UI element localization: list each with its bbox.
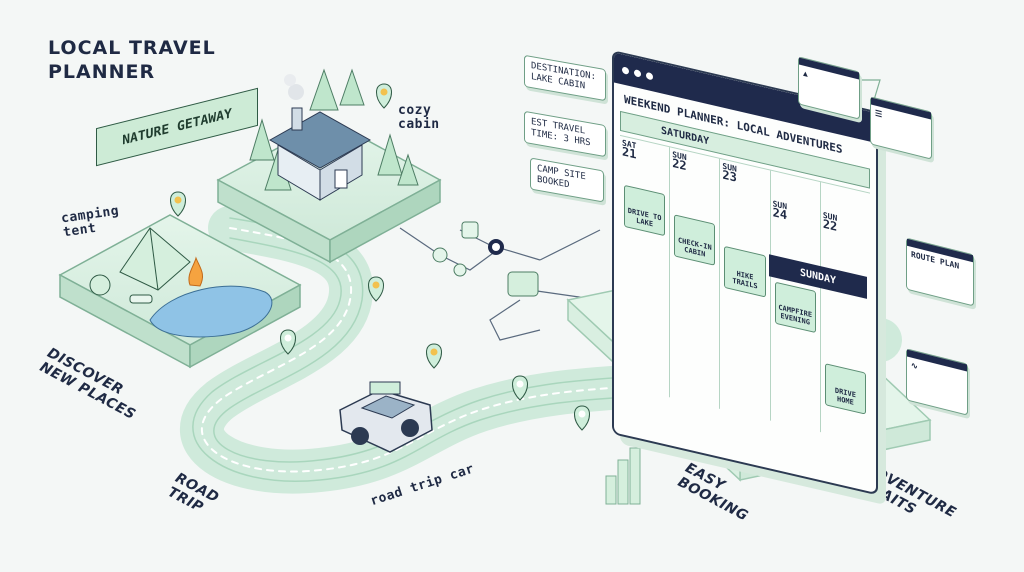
event-card[interactable]: CAMPFIRE EVENING [774, 281, 816, 334]
page-title: LOCAL TRAVEL PLANNER [48, 37, 216, 83]
connectors [399, 227, 601, 341]
day-column[interactable]: SAT 21 DRIVE TO LAKE [620, 135, 671, 398]
nodes [432, 221, 539, 297]
weekend-planner-window[interactable]: WEEKEND PLANNER: LOCAL ADVENTURES SATURD… [612, 50, 878, 496]
road-trip-car [339, 381, 433, 453]
event-card[interactable]: HIKE TRAILS [724, 245, 766, 298]
day-column[interactable]: SUN 23 HIKE TRAILS [720, 159, 771, 421]
day-column[interactable]: SUN 24 CAMPFIRE EVENING [770, 170, 821, 433]
day-column[interactable]: SUN 22 CHECK-IN CABIN [670, 147, 721, 410]
window-dot-icon[interactable] [646, 71, 653, 80]
window-dot-icon[interactable] [622, 65, 629, 75]
event-card[interactable]: DRIVE HOME [824, 363, 867, 415]
day-column[interactable]: SUN 22 DRIVE HOME [821, 182, 870, 443]
bar-chart-graphic [605, 447, 641, 505]
camping-island [58, 214, 302, 369]
event-card[interactable]: CHECK-IN CABIN [674, 214, 716, 266]
window-dot-icon[interactable] [634, 68, 641, 78]
cozy-cabin-label: cozy cabin [398, 103, 440, 132]
event-card[interactable]: DRIVE TO LAKE [624, 184, 666, 237]
cabin-island [216, 68, 442, 264]
map-pins [170, 83, 590, 431]
